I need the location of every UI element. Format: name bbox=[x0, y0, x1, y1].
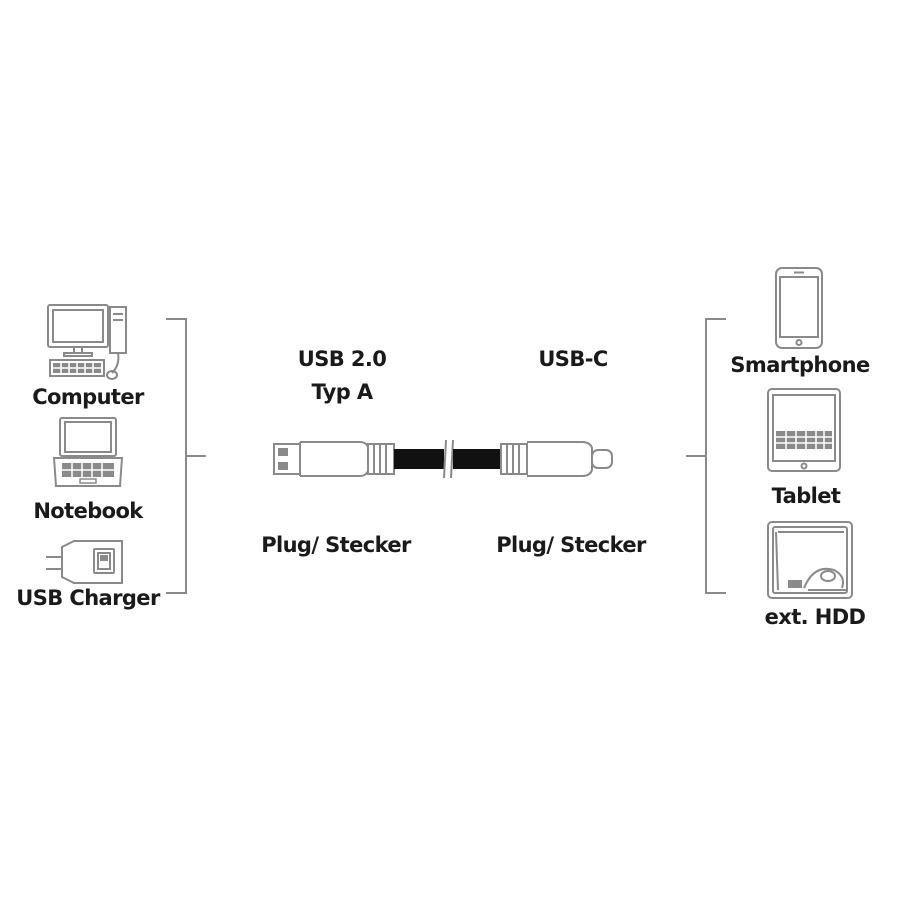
tablet-label: Tablet bbox=[771, 484, 841, 508]
external-hdd-icon bbox=[764, 518, 856, 602]
usb-charger-label: USB Charger bbox=[16, 586, 160, 610]
usb-a-plug-icon bbox=[273, 441, 395, 477]
usb-a-plug-label: Plug/ Stecker bbox=[261, 533, 411, 557]
left-bracket bbox=[166, 318, 206, 594]
usb-c-plug-icon bbox=[500, 441, 613, 477]
tablet-icon bbox=[766, 387, 842, 473]
usb-c-plug-label: Plug/ Stecker bbox=[496, 533, 646, 557]
notebook-label: Notebook bbox=[33, 499, 143, 523]
usb-c-title: USB-C bbox=[538, 347, 608, 371]
notebook-icon bbox=[52, 416, 124, 490]
usb-charger-icon bbox=[44, 537, 128, 589]
right-bracket bbox=[686, 318, 726, 594]
usb-cable bbox=[273, 439, 613, 479]
computer-icon bbox=[44, 303, 134, 383]
computer-label: Computer bbox=[32, 385, 144, 409]
smartphone-label: Smartphone bbox=[730, 353, 870, 377]
usb-a-title-line1: USB 2.0 bbox=[297, 347, 387, 371]
external-hdd-label: ext. HDD bbox=[764, 605, 866, 629]
smartphone-icon bbox=[774, 266, 824, 350]
usb-a-title-line2: Typ A bbox=[311, 380, 373, 404]
